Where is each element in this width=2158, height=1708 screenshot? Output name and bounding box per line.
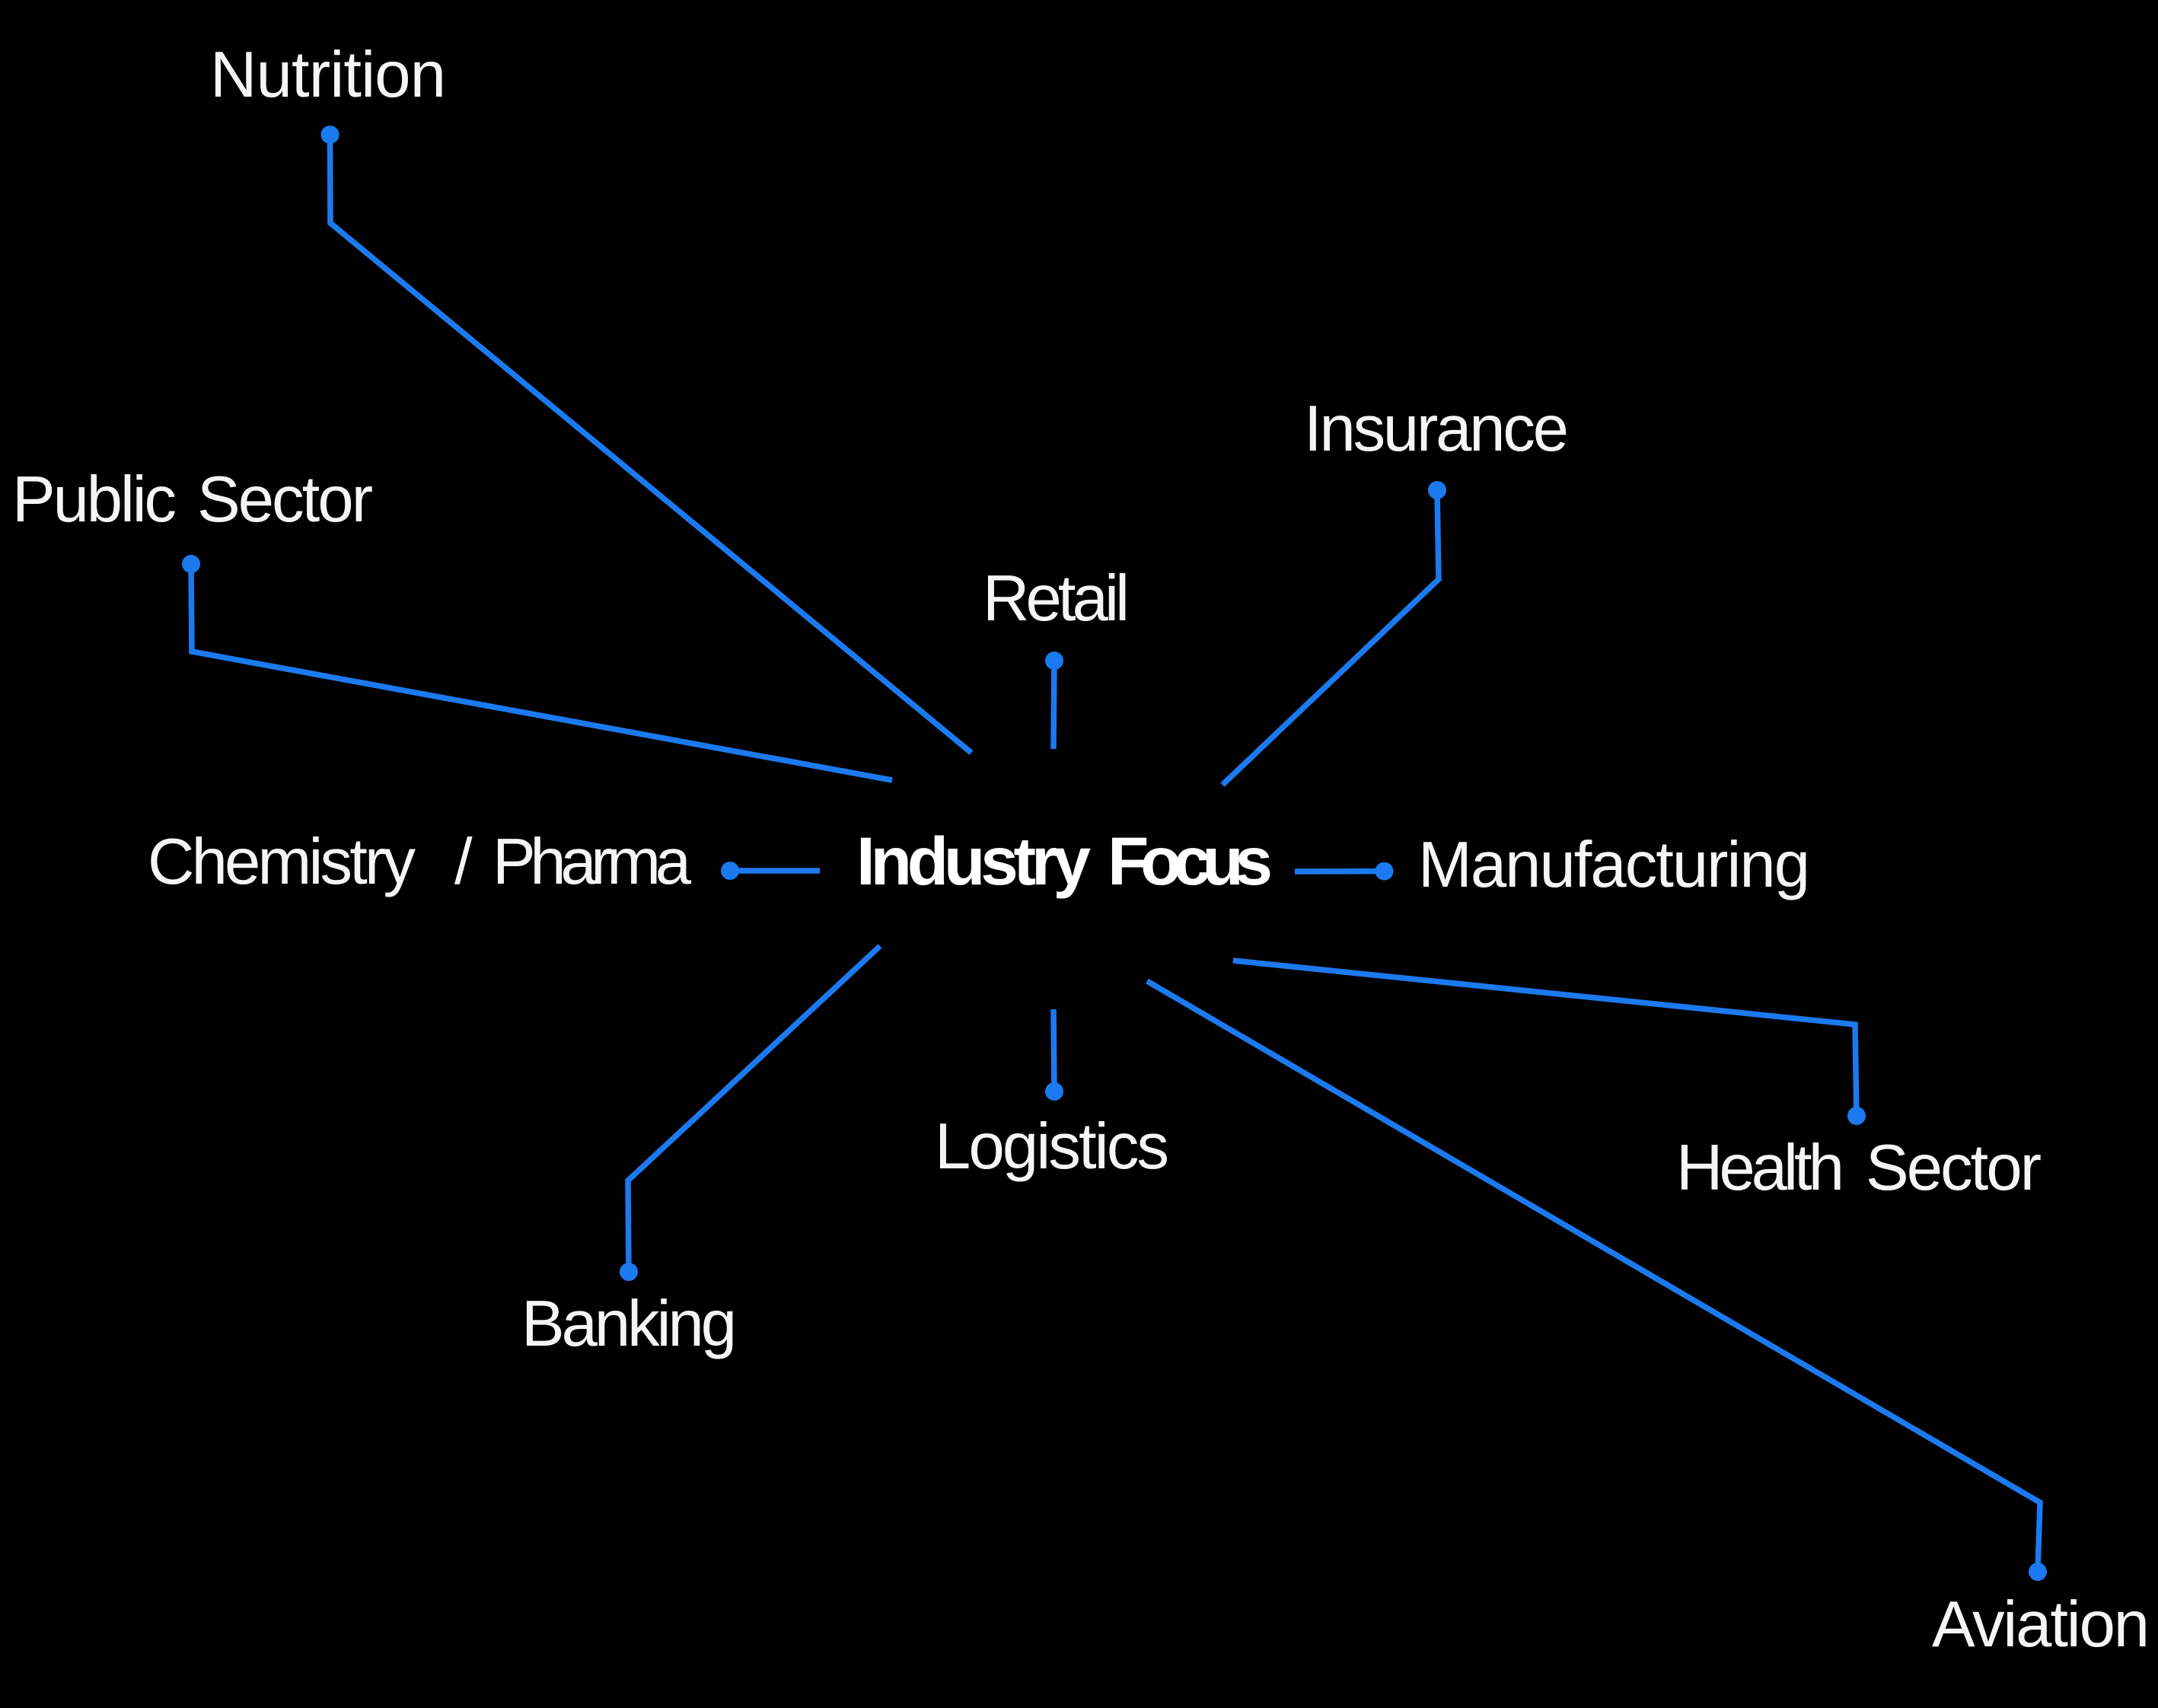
svg-text:Industry: Industry — [856, 823, 1092, 899]
svg-text:Chemistry: Chemistry — [148, 826, 416, 898]
svg-text:Aviation: Aviation — [1932, 1589, 2150, 1661]
svg-text:Sector: Sector — [197, 464, 373, 536]
svg-text:Sector: Sector — [1866, 1132, 2042, 1204]
svg-text:Health: Health — [1676, 1132, 1844, 1204]
svg-text:Logistics: Logistics — [935, 1111, 1169, 1183]
svg-text:Retail: Retail — [983, 562, 1130, 635]
svg-text:Banking: Banking — [521, 1288, 737, 1360]
svg-text:Nutrition: Nutrition — [210, 39, 446, 111]
svg-text:Insurance: Insurance — [1304, 393, 1569, 465]
svg-text:Focus: Focus — [1108, 823, 1273, 899]
svg-text:Public: Public — [12, 464, 177, 536]
svg-text:/: / — [454, 826, 473, 898]
svg-text:Pharma: Pharma — [492, 826, 692, 898]
svg-text:Manufacturing: Manufacturing — [1418, 829, 1810, 901]
